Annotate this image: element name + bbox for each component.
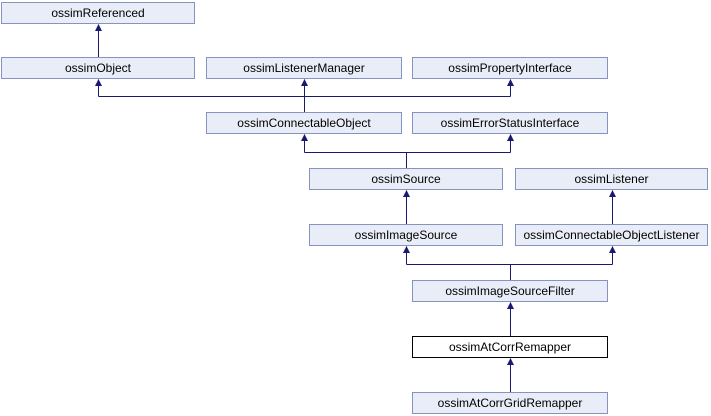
inheritance-arrowhead-icon <box>95 24 102 31</box>
class-node-ossimReferenced[interactable]: ossimReferenced <box>1 2 195 24</box>
inheritance-arrowhead-icon <box>609 246 616 253</box>
inheritance-arrowhead-icon <box>301 79 308 86</box>
inheritance-arrowhead-icon <box>95 79 102 86</box>
class-node-ossimConnectableObjectListener[interactable]: ossimConnectableObjectListener <box>515 224 708 246</box>
class-node-ossimAtCorrRemapper: ossimAtCorrRemapper <box>412 336 608 358</box>
inheritance-arrowhead-icon <box>507 302 514 309</box>
class-node-ossimListener[interactable]: ossimListener <box>515 168 708 190</box>
class-node-ossimImageSource[interactable]: ossimImageSource <box>309 224 503 246</box>
class-node-ossimConnectableObject[interactable]: ossimConnectableObject <box>206 112 402 134</box>
class-node-ossimSource[interactable]: ossimSource <box>309 168 503 190</box>
inheritance-arrowhead-icon <box>507 358 514 365</box>
class-node-ossimErrorStatusInterface[interactable]: ossimErrorStatusInterface <box>412 112 608 134</box>
class-node-ossimImageSourceFilter[interactable]: ossimImageSourceFilter <box>412 280 608 302</box>
inheritance-arrowhead-icon <box>403 190 410 197</box>
inheritance-arrowhead-icon <box>507 79 514 86</box>
class-node-ossimAtCorrGridRemapper[interactable]: ossimAtCorrGridRemapper <box>412 392 608 414</box>
inheritance-arrowhead-icon <box>609 190 616 197</box>
class-node-ossimListenerManager[interactable]: ossimListenerManager <box>206 57 402 79</box>
inheritance-arrowhead-icon <box>507 134 514 141</box>
class-node-ossimPropertyInterface[interactable]: ossimPropertyInterface <box>412 57 608 79</box>
inheritance-arrowhead-icon <box>403 246 410 253</box>
inheritance-arrowhead-icon <box>301 134 308 141</box>
class-node-ossimObject[interactable]: ossimObject <box>1 57 195 79</box>
